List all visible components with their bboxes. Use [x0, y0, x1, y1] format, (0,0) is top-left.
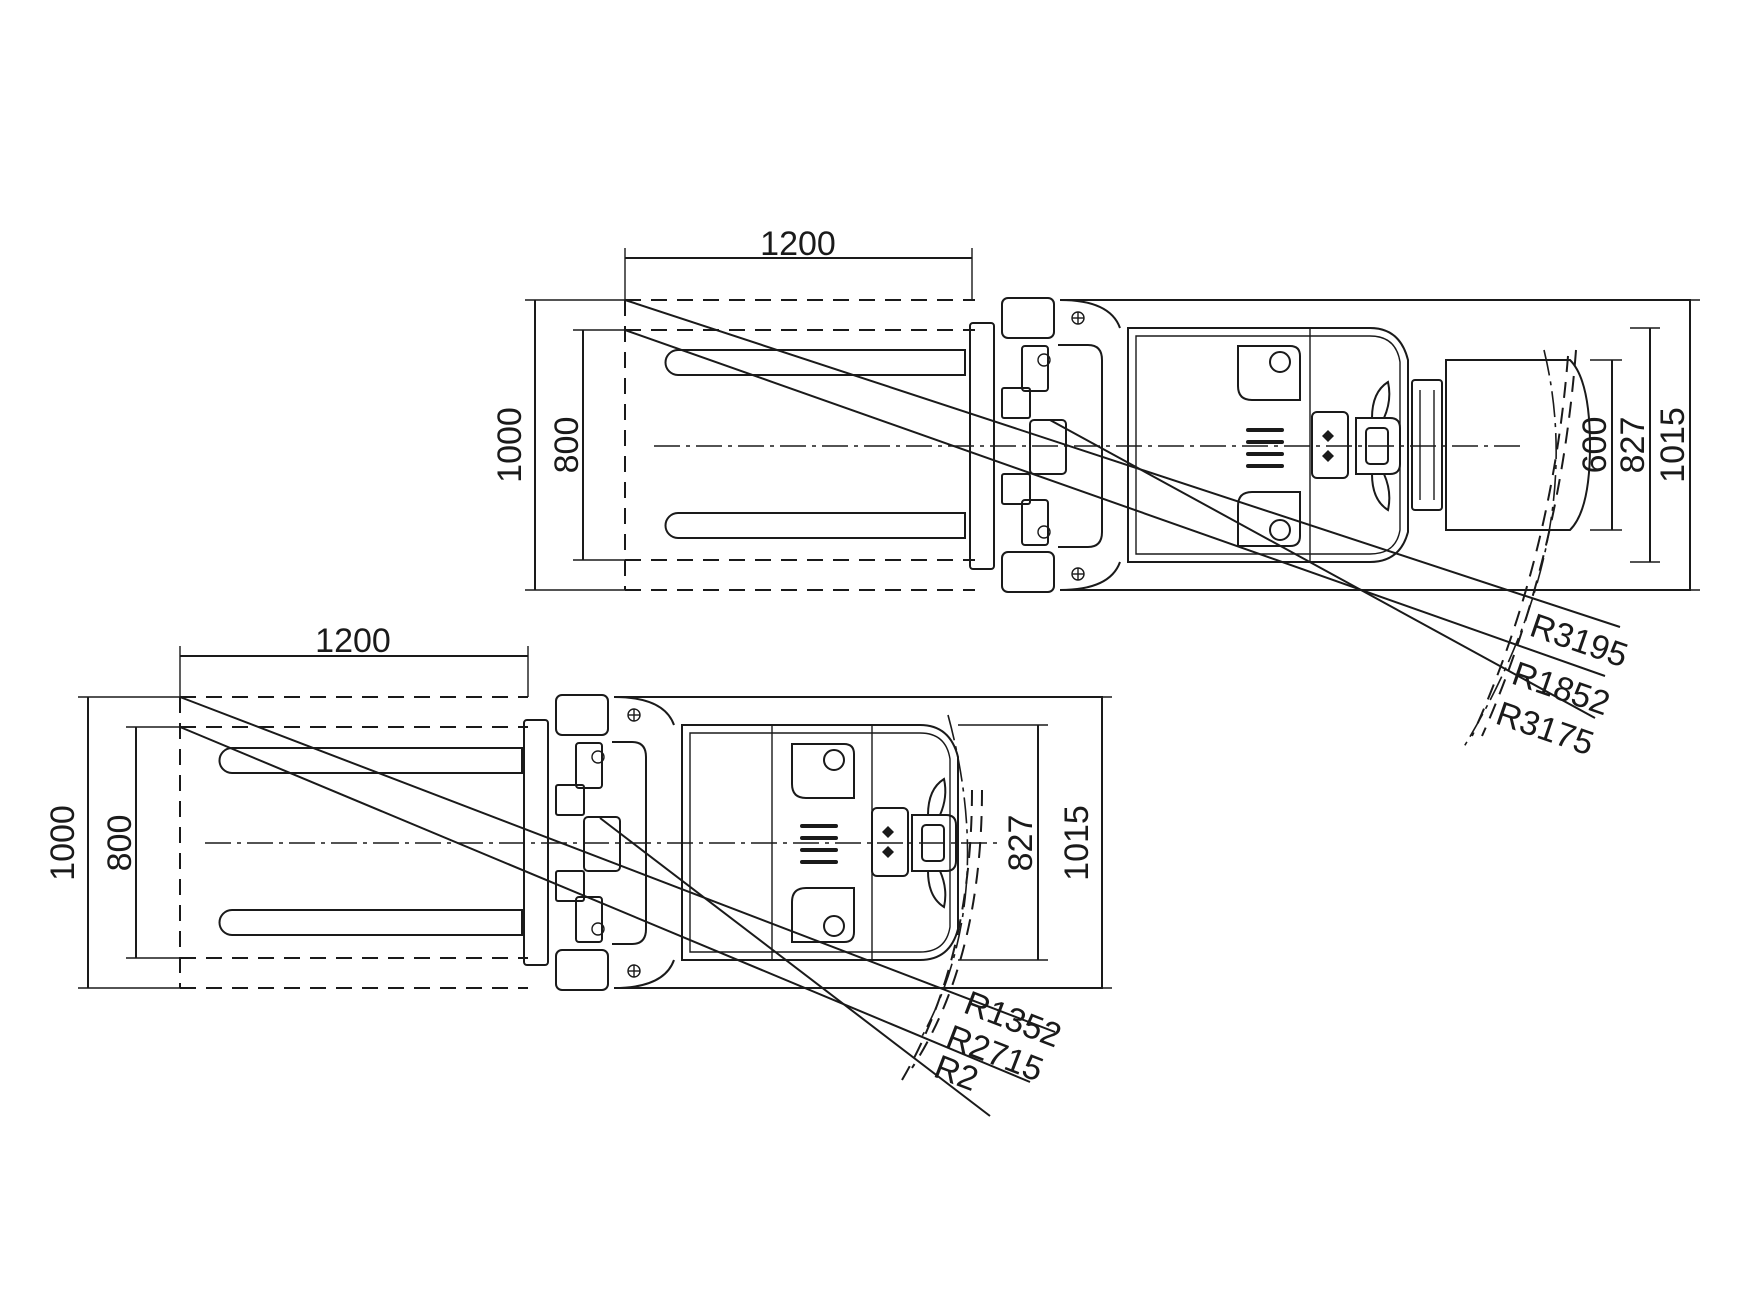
bottom-dim-1200: 1200 [315, 622, 391, 660]
top-dim-827: 827 [1614, 417, 1652, 474]
top-dim-1200: 1200 [760, 225, 836, 263]
top-truck-view: 1200 1000 800 600 827 1015 R3195 R1852 R… [491, 225, 1700, 763]
top-dim-800: 800 [548, 417, 586, 474]
bottom-dim-1000: 1000 [44, 805, 82, 881]
top-mast-assembly [1001, 297, 1103, 593]
top-pallet-outline [624, 299, 975, 591]
top-dimension-lines [525, 248, 1700, 591]
bottom-control-panel [791, 743, 909, 943]
bottom-dim-800: 800 [101, 815, 139, 872]
top-dim-600: 600 [1576, 417, 1614, 474]
top-control-panel [1237, 345, 1349, 547]
bottom-truck-view: 1200 1000 800 827 1015 R1352 R2715 R2 [44, 622, 1112, 1117]
top-chassis-body [1059, 299, 1691, 591]
top-forks [664, 349, 966, 539]
top-radius-lines [624, 299, 1621, 751]
top-dim-1000: 1000 [491, 407, 529, 483]
bottom-forks [218, 747, 523, 936]
bottom-dim-827: 827 [1002, 815, 1040, 872]
bottom-radius-lines [179, 696, 1056, 1117]
bottom-dim-1015: 1015 [1058, 805, 1096, 881]
bottom-pallet-outline [179, 696, 528, 989]
bottom-dimension-lines [78, 646, 1112, 989]
top-dim-1015: 1015 [1654, 407, 1692, 483]
top-operator-platform [1411, 359, 1592, 531]
